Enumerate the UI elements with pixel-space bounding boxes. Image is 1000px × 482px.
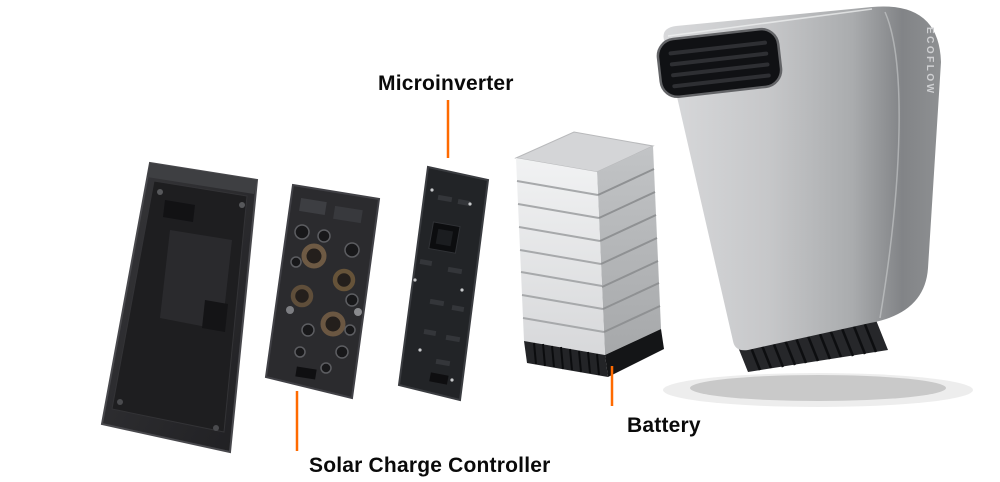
battery-stack	[514, 131, 664, 377]
back-panel-top-lip	[147, 163, 257, 194]
enclosure-body	[663, 6, 941, 351]
battery-heatsink	[524, 341, 608, 377]
label-battery: Battery	[627, 414, 701, 437]
solar-charge-controller-board	[264, 183, 381, 400]
ground-shadow	[690, 375, 946, 401]
top-vent-grille	[656, 27, 783, 99]
enclosure: ECOFLOW	[656, 6, 973, 407]
microinverter-board	[397, 165, 490, 402]
battery-cell-separators	[516, 180, 605, 333]
label-solar-charge-controller: Solar Charge Controller	[309, 454, 551, 477]
back-panel	[100, 161, 259, 454]
label-microinverter: Microinverter	[378, 72, 514, 95]
brand-wordmark: ECOFLOW	[924, 27, 935, 96]
